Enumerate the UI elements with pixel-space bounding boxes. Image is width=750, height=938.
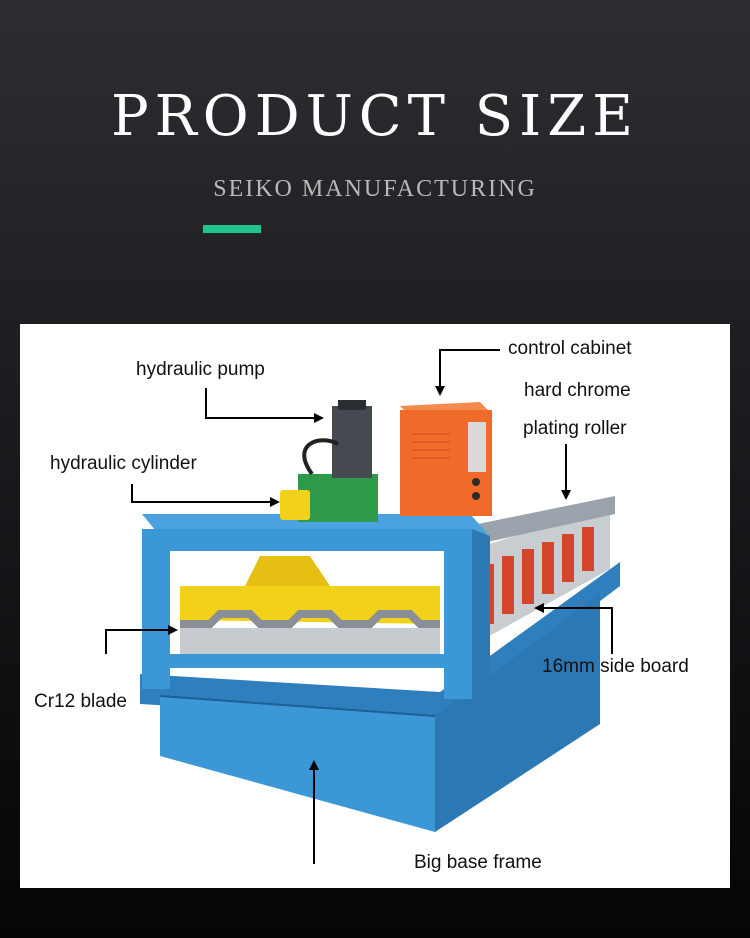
hydraulic-pump-motor bbox=[332, 406, 372, 478]
accent-bar bbox=[203, 225, 261, 233]
corrugated-sheet bbox=[180, 628, 440, 654]
base-frame-side bbox=[435, 594, 600, 832]
base-frame-top bbox=[140, 562, 620, 722]
portal-frame-right-post bbox=[444, 529, 472, 699]
label-side-board: 16mm side board bbox=[542, 656, 689, 677]
label-hard-chrome: hard chrome bbox=[524, 380, 631, 401]
portal-frame-left-post bbox=[142, 529, 170, 689]
label-cr12-blade: Cr12 blade bbox=[34, 691, 127, 712]
label-plating-roller: plating roller bbox=[523, 418, 627, 439]
forming-rollers bbox=[482, 527, 594, 624]
label-base-frame: Big base frame bbox=[414, 852, 542, 873]
roll-forming-machine-illustration bbox=[105, 349, 620, 864]
callout-leader-lines bbox=[105, 349, 613, 864]
label-control-cabinet: control cabinet bbox=[508, 338, 632, 359]
page-subtitle: SEIKO MANUFACTURING bbox=[213, 176, 537, 202]
base-frame-front bbox=[160, 696, 435, 832]
label-hydraulic-pump: hydraulic pump bbox=[136, 359, 265, 380]
machine-diagram-panel: hydraulic pump control cabinet hard chro… bbox=[20, 324, 730, 888]
hydraulic-cylinder bbox=[280, 490, 310, 520]
hydraulic-station bbox=[298, 474, 378, 522]
page-title: PRODUCT SIZE bbox=[110, 84, 640, 149]
callout-arrowheads bbox=[168, 386, 571, 770]
label-hydraulic-cylinder: hydraulic cylinder bbox=[50, 453, 197, 474]
